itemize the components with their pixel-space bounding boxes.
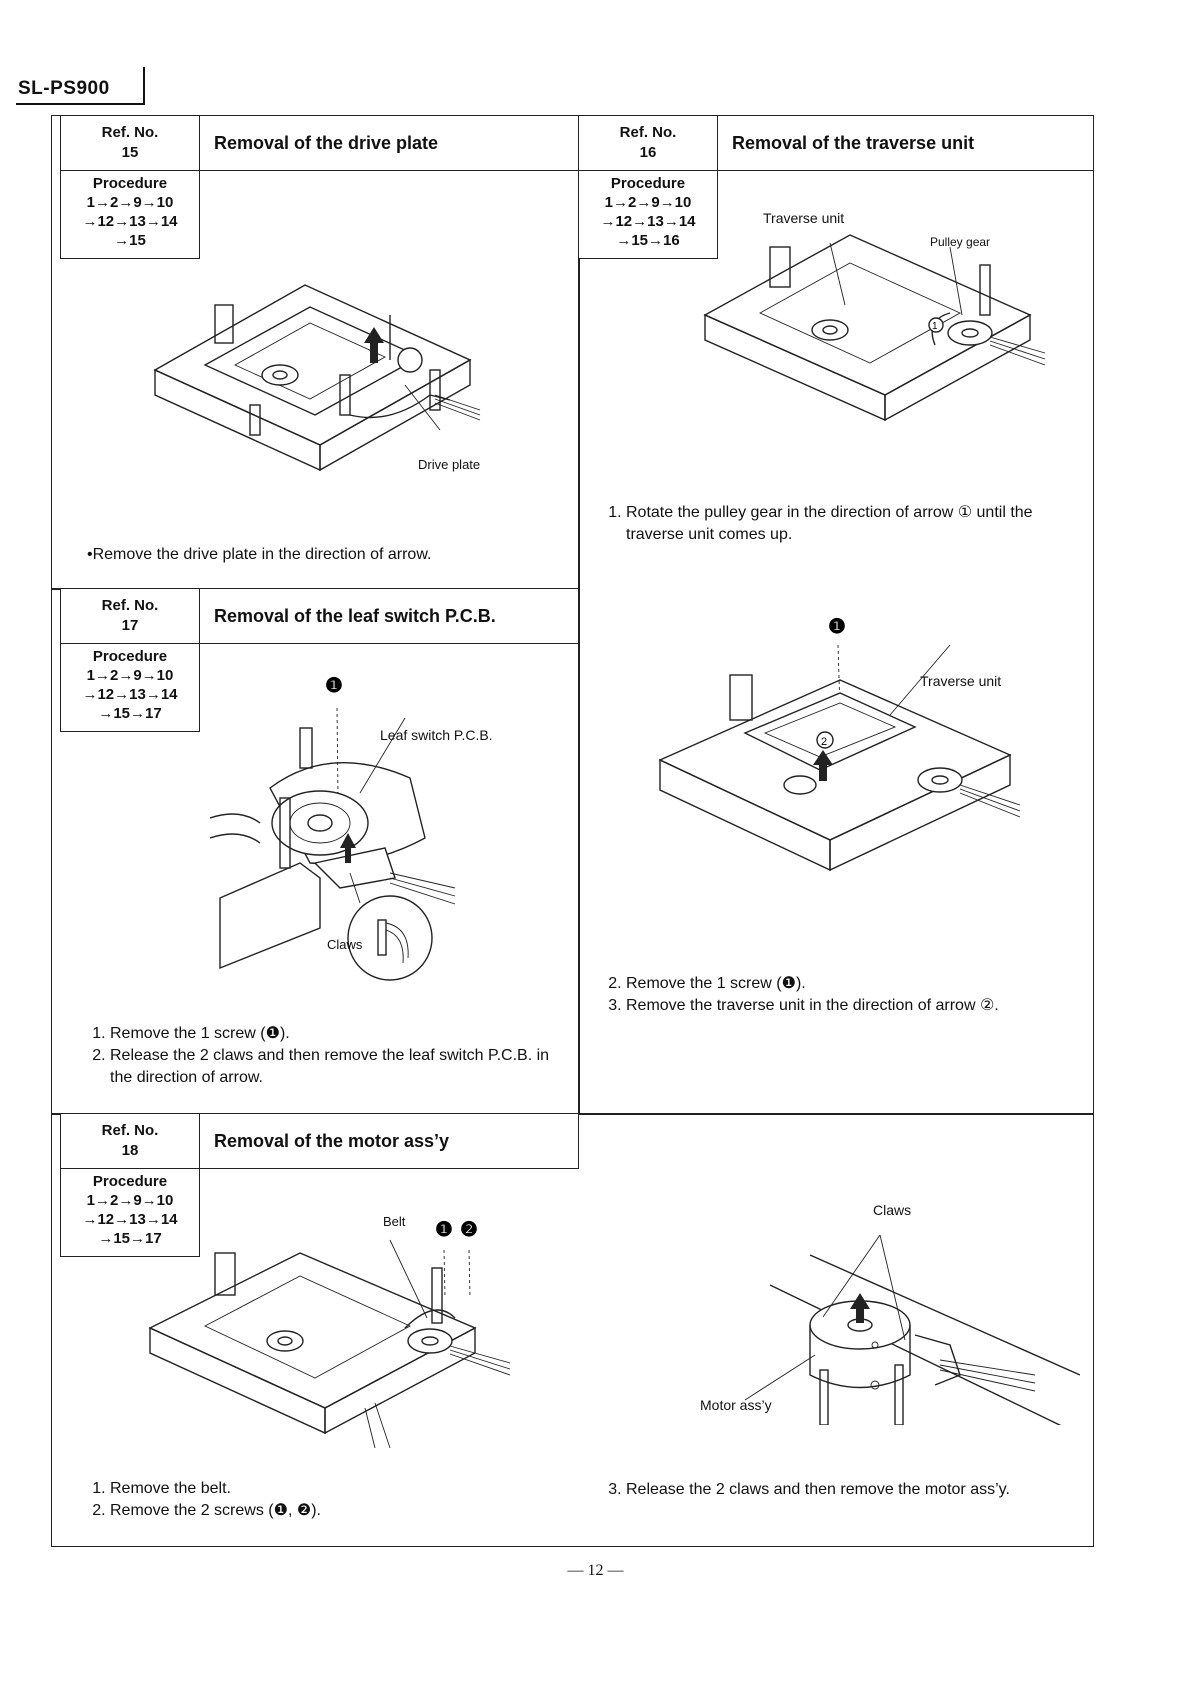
procedure-label: Procedure bbox=[610, 175, 686, 192]
ref-label: Ref. No. bbox=[619, 124, 677, 141]
ref-number: 15 bbox=[121, 144, 139, 161]
step-text: Remove the belt. bbox=[110, 1478, 564, 1500]
ref-label: Ref. No. bbox=[101, 597, 159, 614]
procedure-box-16: Procedure 1→2→9→10 →12→13→14 →15→16 bbox=[578, 170, 718, 259]
ref-number: 17 bbox=[121, 617, 139, 634]
figure-drive-plate bbox=[153, 284, 481, 472]
ref-number: 16 bbox=[639, 144, 657, 161]
procedure-label: Procedure bbox=[92, 175, 168, 192]
figure-leaf-switch: ❶ bbox=[210, 675, 456, 981]
ref-box-17: Ref. No. 17 bbox=[60, 588, 200, 644]
svg-text:❶: ❶ bbox=[325, 675, 343, 697]
figure-label: Belt bbox=[383, 1214, 406, 1229]
figure-label: Claws bbox=[327, 937, 363, 952]
section-title-17: Removal of the leaf switch P.C.B. bbox=[199, 588, 579, 644]
ref-box-15: Ref. No. 15 bbox=[60, 115, 200, 171]
ref-label: Ref. No. bbox=[101, 124, 159, 141]
procedure-box-15: Procedure 1→2→9→10 →12→13→14 →15 bbox=[60, 170, 200, 259]
figure-motor-claws bbox=[744, 1234, 1080, 1425]
ref-number: 18 bbox=[121, 1142, 139, 1159]
header-rule-vertical bbox=[143, 67, 145, 105]
procedure-line: →12→13→14 bbox=[82, 1211, 178, 1228]
ref-label: Ref. No. bbox=[101, 1122, 159, 1139]
procedure-line: →15→17 bbox=[98, 1230, 162, 1247]
step-text: •Remove the drive plate in the direction… bbox=[87, 546, 432, 563]
figure-label: Claws bbox=[873, 1202, 912, 1218]
model-number: SL-PS900 bbox=[18, 78, 110, 99]
procedure-line: 1→2→9→10 bbox=[86, 1192, 174, 1209]
step-list: Remove the 1 screw (❶). Release the 2 cl… bbox=[84, 1023, 564, 1089]
figure-label: Drive plate bbox=[418, 457, 481, 472]
step-text: Remove the traverse unit in the directio… bbox=[626, 995, 1080, 1017]
svg-text:❶: ❶ bbox=[828, 616, 846, 638]
section-title: Removal of the drive plate bbox=[214, 132, 439, 153]
step-text: Release the 2 claws and then remove the … bbox=[626, 1479, 1080, 1501]
figure-label: Motor ass’y bbox=[700, 1397, 772, 1413]
step-list: Release the 2 claws and then remove the … bbox=[600, 1479, 1080, 1501]
procedure-line: 1→2→9→10 bbox=[86, 667, 174, 684]
procedure-label: Procedure bbox=[92, 648, 168, 665]
section-title-15: Removal of the drive plate bbox=[199, 115, 579, 171]
step-text: Remove the 2 screws (❶, ❷). bbox=[110, 1500, 564, 1522]
step-text: Release the 2 claws and then remove the … bbox=[110, 1045, 564, 1089]
figure-traverse-rotate: 1 bbox=[703, 234, 1046, 422]
procedure-line: →15→16 bbox=[616, 232, 680, 249]
figure-motor-belt: ❶ ❷ bbox=[148, 1219, 511, 1449]
ref-box-16: Ref. No. 16 bbox=[578, 115, 718, 171]
section-title: Removal of the traverse unit bbox=[732, 132, 975, 153]
section-title-16: Removal of the traverse unit bbox=[717, 115, 1094, 171]
ref-box-18: Ref. No. 18 bbox=[60, 1113, 200, 1169]
step-list: Rotate the pulley gear in the direction … bbox=[600, 502, 1080, 546]
procedure-line: →15→17 bbox=[98, 705, 162, 722]
step-text: Remove the 1 screw (❶). bbox=[110, 1023, 564, 1045]
section-title: Removal of the leaf switch P.C.B. bbox=[214, 605, 496, 626]
section-title: Removal of the motor ass’y bbox=[214, 1130, 450, 1151]
svg-text:1: 1 bbox=[932, 321, 938, 332]
procedure-box-18: Procedure 1→2→9→10 →12→13→14 →15→17 bbox=[60, 1168, 200, 1257]
step-text: Rotate the pulley gear in the direction … bbox=[626, 502, 1080, 546]
svg-text:❷: ❷ bbox=[460, 1219, 478, 1241]
procedure-box-17: Procedure 1→2→9→10 →12→13→14 →15→17 bbox=[60, 643, 200, 732]
procedure-line: →12→13→14 bbox=[82, 213, 178, 230]
page-number: — 12 — bbox=[567, 1562, 624, 1579]
procedure-label: Procedure bbox=[92, 1173, 168, 1190]
procedure-line: 1→2→9→10 bbox=[604, 194, 692, 211]
figure-label: Traverse unit bbox=[920, 673, 1002, 689]
figure-label: Traverse unit bbox=[763, 210, 845, 226]
figure-label: Pulley gear bbox=[930, 235, 991, 249]
procedure-line: →15 bbox=[114, 232, 146, 249]
svg-text:2: 2 bbox=[821, 736, 827, 748]
step-text: Remove the 1 screw (❶). bbox=[626, 973, 1080, 995]
procedure-line: →12→13→14 bbox=[600, 213, 696, 230]
svg-text:❶: ❶ bbox=[435, 1219, 453, 1241]
section-title-18: Removal of the motor ass’y bbox=[199, 1113, 579, 1169]
procedure-line: →12→13→14 bbox=[82, 686, 178, 703]
step-list: Remove the 1 screw (❶). Remove the trave… bbox=[600, 973, 1080, 1017]
step-list: Remove the belt. Remove the 2 screws (❶,… bbox=[84, 1478, 564, 1522]
figure-label: Leaf switch P.C.B. bbox=[380, 727, 493, 743]
figure-traverse-remove: ❶ 2 bbox=[658, 616, 1021, 872]
procedure-line: 1→2→9→10 bbox=[86, 194, 174, 211]
header-rule bbox=[16, 103, 144, 105]
